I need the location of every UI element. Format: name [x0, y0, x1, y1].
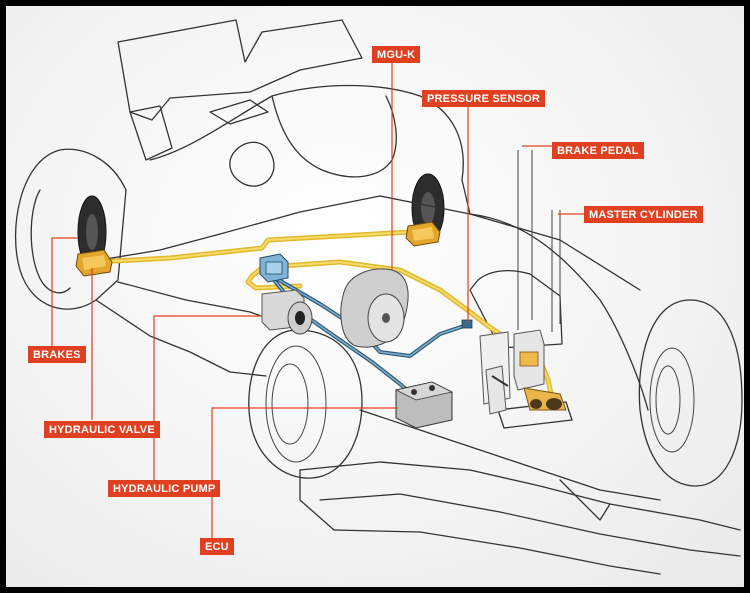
label-hydraulic-pump: HYDRAULIC PUMP — [108, 480, 221, 497]
front-right-rim — [649, 347, 695, 453]
engine-cover — [149, 84, 471, 215]
floor-edge — [95, 299, 267, 377]
chassis-lower — [359, 409, 661, 501]
label-mgu-k: MGU-K — [372, 46, 421, 63]
pressure-sensor-node — [461, 319, 473, 329]
label-hydraulic-valve: HYDRAULIC VALVE — [44, 421, 160, 438]
car-drawing — [14, 19, 743, 575]
yellow-hydraulic-lines — [93, 225, 555, 401]
brake-pedal-assembly — [479, 331, 511, 415]
cockpit-outline — [469, 269, 563, 349]
rear-wing-endplate — [129, 105, 173, 161]
hydraulic-pump — [261, 289, 313, 335]
yellow-line-rear-axle — [93, 225, 421, 265]
label-leader-lines — [51, 58, 590, 538]
diagram-canvas: MGU-K PRESSURE SENSOR BRAKE PEDAL MASTER… — [6, 6, 744, 587]
front-right-rim-inner — [655, 365, 681, 435]
brake-pedal-rail — [517, 145, 533, 330]
rear-right-caliper — [405, 221, 441, 247]
label-master-cylinder: MASTER CYLINDER — [584, 206, 703, 223]
label-pressure-sensor: PRESSURE SENSOR — [422, 90, 546, 107]
front-wing-endplate — [299, 469, 335, 531]
sidepod-top — [99, 195, 641, 291]
label-ecu: ECU — [200, 538, 234, 555]
rear-left-caliper — [75, 249, 113, 277]
roll-hoop — [271, 95, 397, 178]
front-wing-main — [299, 461, 741, 531]
rear-wing — [117, 19, 363, 121]
front-left-tyre — [248, 329, 363, 479]
rear-left-tyre — [14, 148, 127, 310]
front-wing-lower — [333, 529, 661, 575]
rear-left-hub-center — [86, 214, 98, 250]
nose-top — [469, 213, 649, 411]
leader-hydraulic-pump — [153, 315, 262, 480]
hydraulic-valve-block — [259, 253, 289, 283]
rear-right-hub-center — [421, 192, 435, 224]
master-cylinder-rail — [551, 210, 561, 332]
airbox — [229, 141, 275, 187]
front-wing-flap — [319, 493, 741, 557]
front-left-rim-inner — [271, 363, 309, 445]
leader-brakes — [51, 237, 78, 346]
front-left-rim — [265, 345, 327, 463]
master-cylinder-unit — [513, 329, 567, 411]
label-brakes: BRAKES — [28, 346, 86, 363]
label-brake-pedal: BRAKE PEDAL — [552, 142, 644, 159]
rear-wing-support — [209, 99, 269, 125]
front-right-tyre — [638, 299, 743, 487]
rear-left-tyre-sidewall — [30, 189, 71, 294]
ecu-box — [394, 381, 454, 429]
front-wing-pylon — [559, 479, 611, 521]
mgu-k-unit — [340, 268, 409, 348]
